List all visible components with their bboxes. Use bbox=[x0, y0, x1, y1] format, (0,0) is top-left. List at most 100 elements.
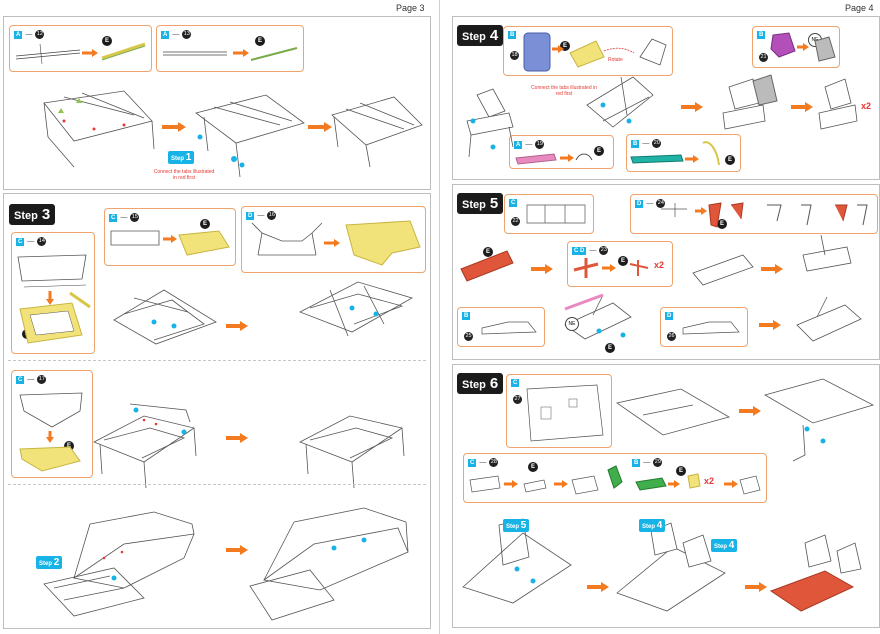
callout-part-17: C — 17 E bbox=[11, 370, 93, 478]
step-word: Step bbox=[714, 544, 728, 550]
sheet-letter: D bbox=[665, 312, 674, 320]
connect-tabs-note-step4: Connect the tabs illustrated in red firs… bbox=[531, 85, 597, 97]
sheet-letter: C bbox=[16, 375, 25, 384]
emboss-badge: E bbox=[255, 36, 265, 46]
step6-floor-drawings bbox=[462, 378, 875, 612]
callout-part-14: C — 14 E bbox=[11, 232, 95, 354]
part-number: 29 bbox=[653, 458, 663, 467]
part-id-12: A — 12 bbox=[14, 30, 45, 39]
page-number-right: Page 4 bbox=[845, 3, 874, 13]
part-17-drawing bbox=[19, 392, 83, 472]
part-12-drawing bbox=[15, 42, 146, 65]
step4-badge: Step 4 bbox=[457, 25, 504, 46]
callout-part-19: A — 19 E bbox=[509, 135, 614, 169]
step-word: Step bbox=[171, 156, 185, 162]
emboss-badge: E bbox=[618, 256, 628, 266]
callout-parts-28-29: C — 28 B — 29 E E x2 bbox=[463, 453, 767, 503]
multiplier-x2-step5: x2 bbox=[654, 260, 665, 270]
part-id-22: C bbox=[509, 199, 518, 207]
part-number: 20 bbox=[652, 139, 662, 148]
step-num: 5 bbox=[489, 195, 499, 212]
callout-part-21: B 21 NE bbox=[752, 26, 840, 68]
sheet-letter: A bbox=[514, 140, 523, 149]
step4-seat-drawings bbox=[466, 74, 858, 158]
part-number: 27 bbox=[513, 395, 522, 404]
callout-part-27: C 27 bbox=[506, 374, 612, 448]
part-13-drawing bbox=[163, 47, 298, 61]
step5-reference-tag: Step 5 bbox=[503, 519, 530, 532]
part-id-28: C — 28 bbox=[468, 458, 499, 467]
part-26-drawing bbox=[682, 321, 740, 335]
sheet-letter: B bbox=[632, 458, 641, 467]
part-19-drawing bbox=[515, 153, 593, 165]
part-16-drawing bbox=[251, 220, 421, 266]
step-word: Step bbox=[462, 379, 486, 391]
step4-panel: Step 4 B 18 E Rotate B 21 NE bbox=[452, 16, 880, 180]
callout-part-25: B 25 bbox=[457, 307, 545, 347]
part-15-drawing bbox=[110, 230, 230, 256]
sheet-letter: A bbox=[14, 30, 23, 39]
step3-badge: Step 3 bbox=[9, 204, 56, 225]
part-number: 14 bbox=[37, 237, 47, 246]
part-number: 13 bbox=[182, 30, 192, 39]
step6-panel: Step 6 C 27 C — 28 B — 29 E E x2 bbox=[452, 364, 880, 628]
part-20-drawing bbox=[630, 141, 720, 166]
step4-reference-tag-b: Step 4 bbox=[711, 539, 738, 552]
emboss-badge: E bbox=[717, 219, 727, 229]
emboss-badge: E bbox=[102, 36, 112, 46]
part-id-26: D bbox=[665, 312, 674, 320]
step-word: Step bbox=[39, 561, 53, 567]
sheet-letter: B bbox=[508, 31, 517, 39]
connect-tabs-note-step1: Connect the tabs illustrated in red firs… bbox=[153, 169, 215, 181]
part-id-19: A — 19 bbox=[514, 140, 545, 149]
multiplier-x2-step6: x2 bbox=[704, 476, 715, 486]
part-number: 12 bbox=[35, 30, 45, 39]
section-divider bbox=[8, 484, 426, 485]
emboss-badge: E bbox=[725, 155, 735, 165]
part-number: 18 bbox=[510, 51, 519, 60]
page-gutter bbox=[439, 0, 440, 634]
part-number: 19 bbox=[535, 140, 545, 149]
emboss-badge: E bbox=[676, 466, 686, 476]
step-word: Step bbox=[14, 210, 38, 222]
step-num: 3 bbox=[41, 206, 51, 223]
callout-part-16: D — 16 E bbox=[241, 206, 426, 273]
sheet-letter: D bbox=[246, 211, 255, 220]
step3-body-drawings-c bbox=[43, 507, 409, 621]
part-23-drawing bbox=[573, 258, 649, 278]
sheet-letter: B bbox=[757, 31, 766, 39]
callout-part-22: C 22 bbox=[504, 194, 594, 234]
part-id-27: C bbox=[511, 379, 520, 387]
sheet-letter: C bbox=[468, 458, 477, 467]
part-number: 23 bbox=[599, 246, 609, 255]
part-number: 17 bbox=[37, 375, 47, 384]
part-number: 22 bbox=[511, 217, 520, 226]
callout-part-13: A — 13 E bbox=[156, 25, 304, 72]
step1-roof-drawings bbox=[43, 90, 423, 178]
step-num: 5 bbox=[520, 520, 527, 531]
step5-console-drawings bbox=[460, 234, 862, 342]
step-num: 6 bbox=[489, 375, 499, 392]
step-word: Step bbox=[642, 524, 656, 530]
emboss-badge: E bbox=[200, 219, 210, 229]
part-21-drawing bbox=[770, 32, 836, 62]
part-number: 16 bbox=[267, 211, 277, 220]
rotate-note: Rotate bbox=[608, 57, 623, 63]
parts-28-29-drawing bbox=[469, 465, 761, 495]
part-27-drawing bbox=[526, 384, 604, 442]
step3-body-drawings-a bbox=[113, 281, 414, 345]
step2-reference-tag: Step 2 bbox=[36, 556, 63, 569]
sheet-letter: C bbox=[16, 237, 25, 246]
sheet-letter: C bbox=[511, 379, 520, 387]
part-14-drawing bbox=[17, 254, 91, 344]
step-word: Step bbox=[462, 199, 486, 211]
part-id-23: C D — 23 bbox=[572, 246, 609, 255]
part-id-15: C — 15 bbox=[109, 213, 140, 222]
step5-panel: Step 5 C 22 D — 24 E bbox=[452, 184, 880, 360]
part-id-20: B — 20 bbox=[631, 139, 662, 148]
part-number: 28 bbox=[489, 458, 499, 467]
step-word: Step bbox=[462, 31, 486, 43]
callout-part-24: D — 24 E bbox=[630, 194, 878, 234]
step1-reference-tag: Step 1 bbox=[168, 151, 195, 164]
step3-body-drawings-b bbox=[93, 403, 405, 489]
